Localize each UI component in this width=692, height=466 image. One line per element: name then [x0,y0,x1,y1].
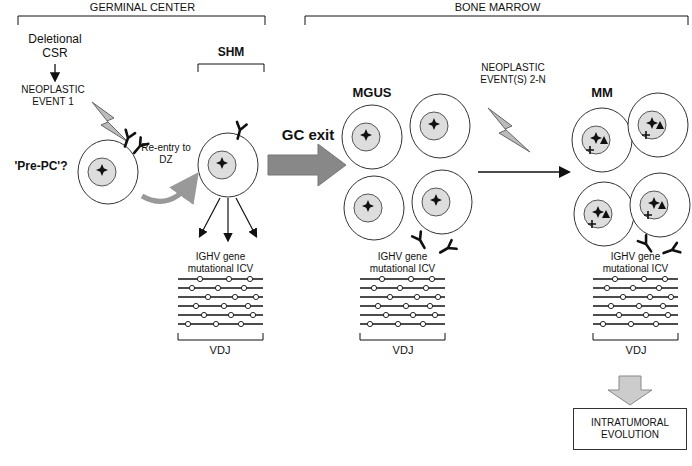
arrow-label: Re-entry to DZ [136,142,196,165]
event-label: NEOPLASTIC EVENT(S) 2-N [470,62,556,85]
mutation-label: IGHV gene mutational ICV [360,251,445,274]
box-text: INTRATUMORAL EVOLUTION [580,417,680,441]
arrow-label: GC exit [268,126,348,143]
process-label: SHM [198,46,264,60]
event-label: NEOPLASTIC EVENT 1 [12,84,94,107]
mutation-label: IGHV gene mutational ICV [593,251,678,274]
region-heading: BONE MARROW [305,1,690,14]
segment-label: VDJ [378,344,428,357]
segment-label: VDJ [195,344,245,357]
stage-label: MM [582,86,622,101]
cell-label: 'Pre-PC'? [10,160,72,174]
mutation-label: IGHV gene mutational ICV [178,251,263,274]
process-label: Deletional CSR [18,33,92,61]
segment-label: VDJ [611,344,661,357]
region-heading: GERMINAL CENTER [20,1,265,14]
process-box: INTRATUMORAL EVOLUTION [573,408,687,450]
stage-label: MGUS [342,86,402,101]
